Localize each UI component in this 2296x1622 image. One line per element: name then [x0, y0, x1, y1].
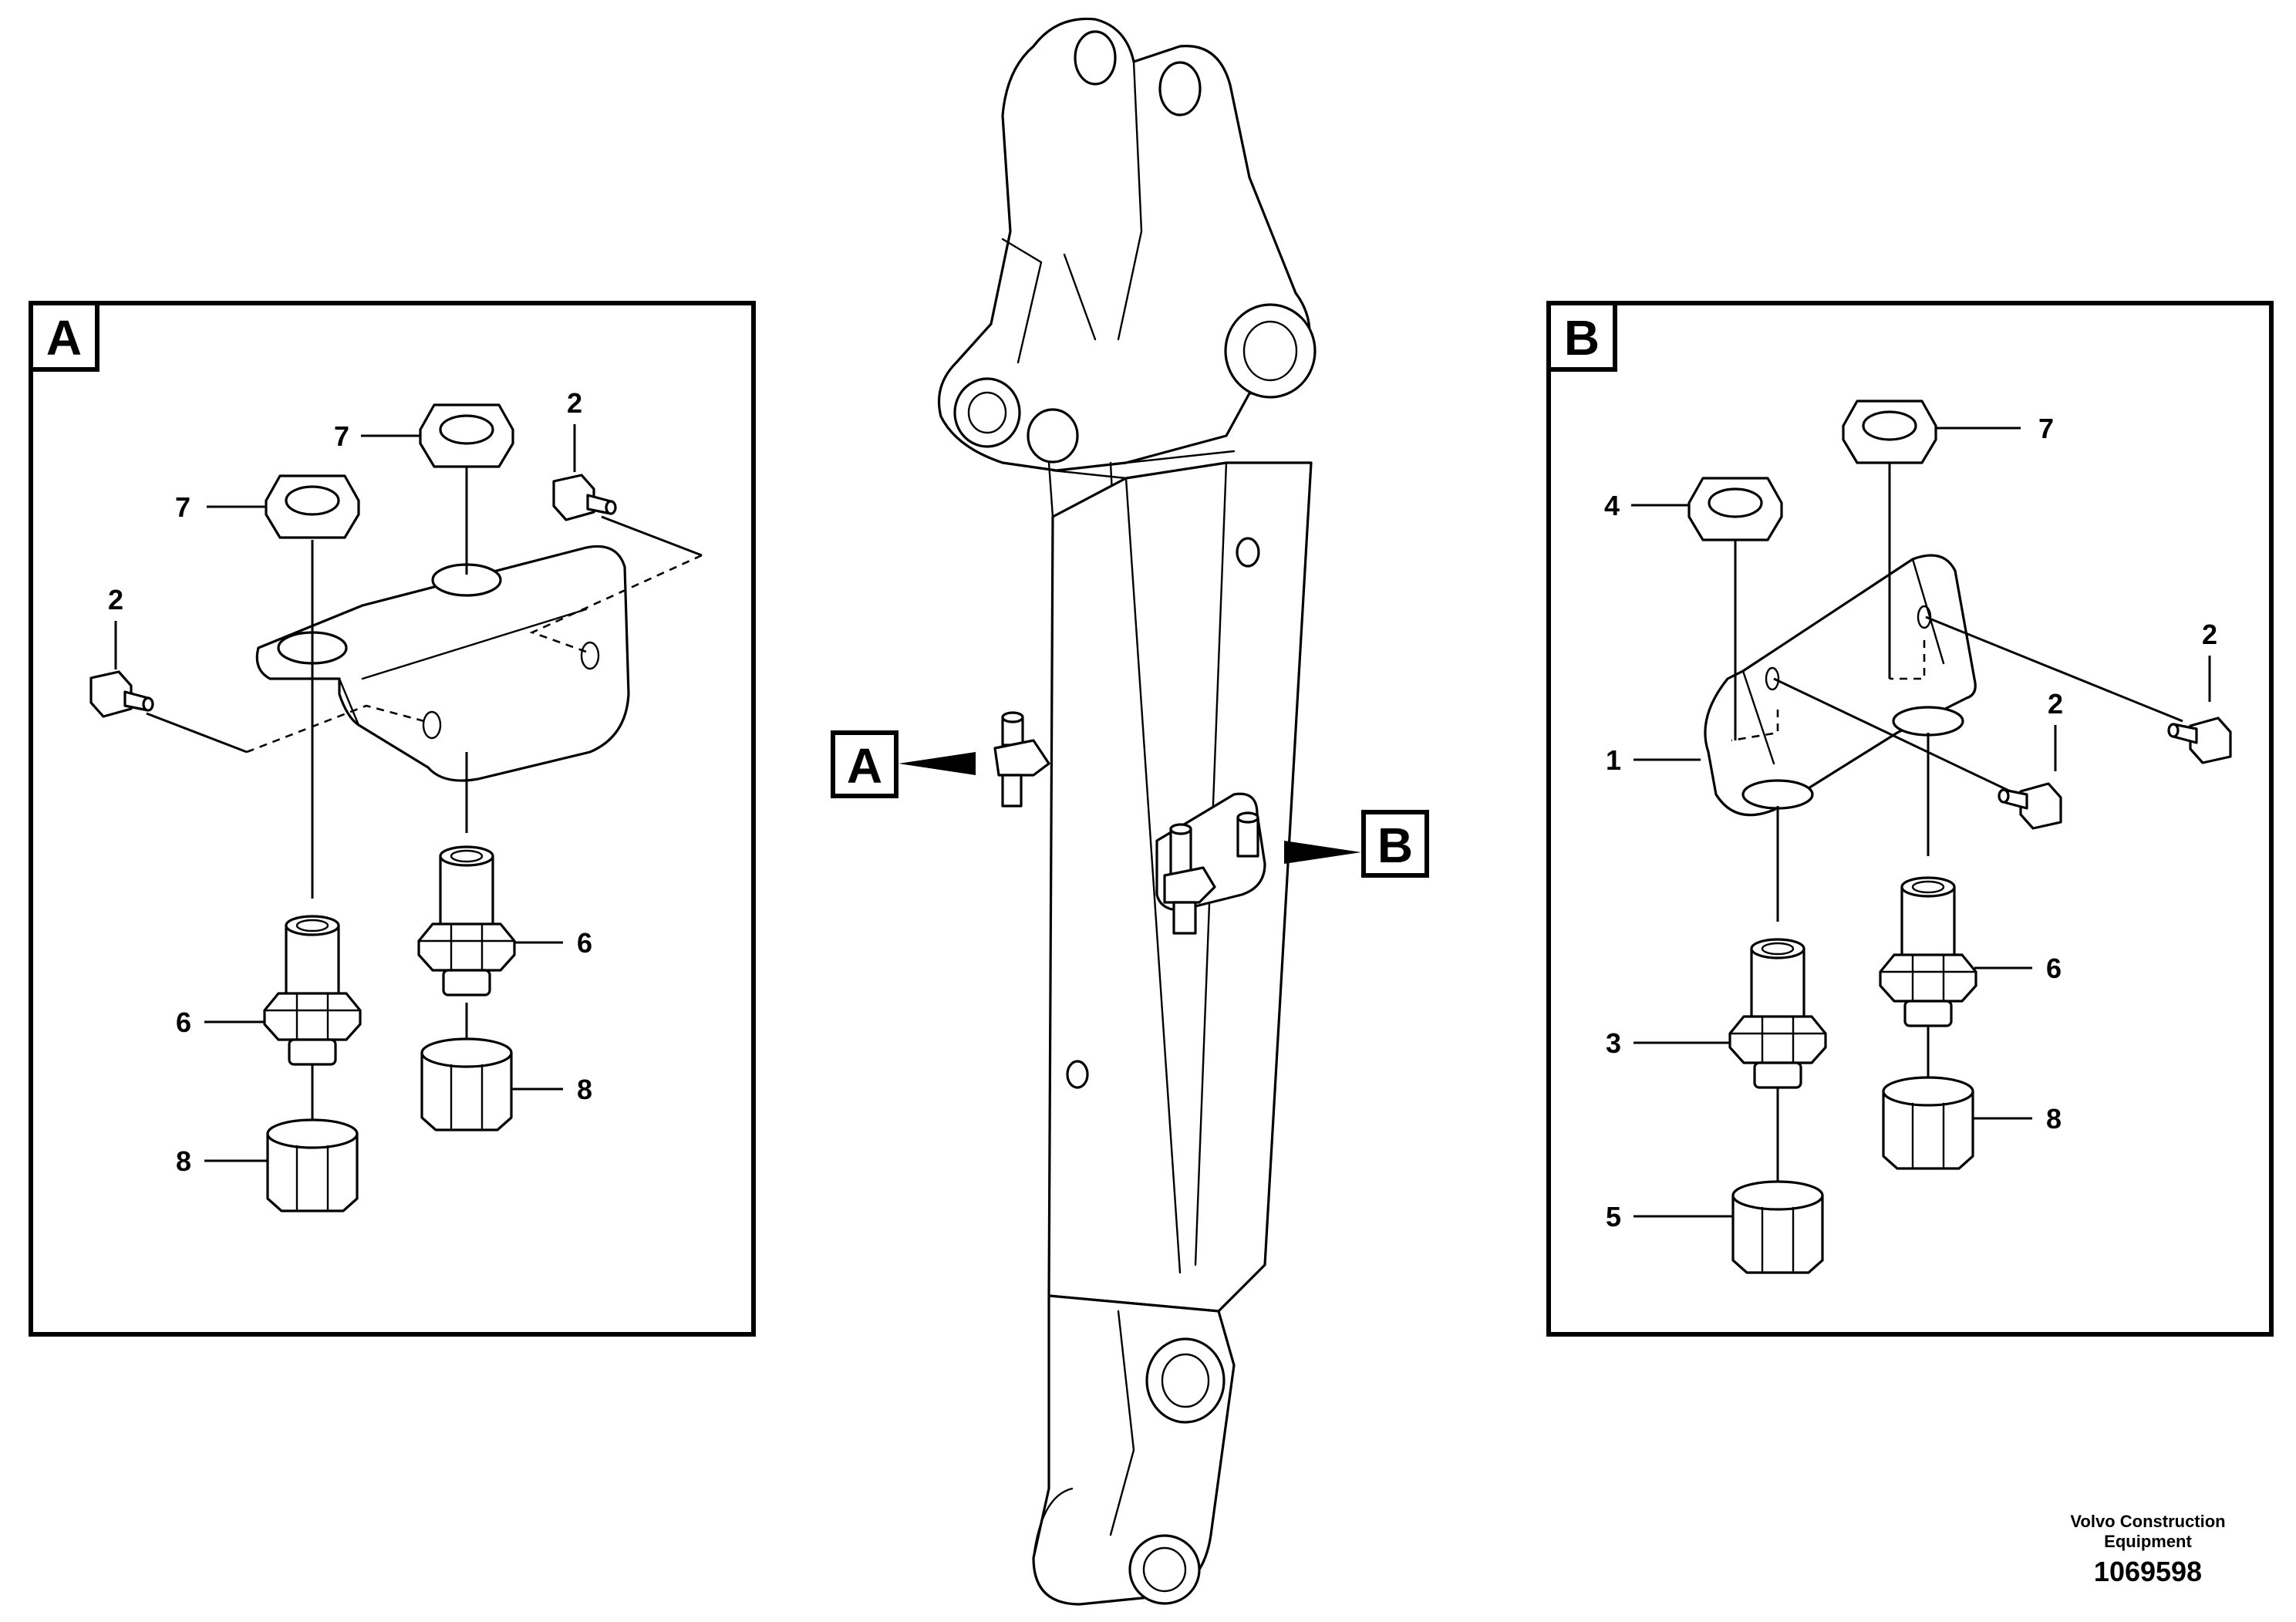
part-label-8-right: 8 — [577, 1074, 592, 1105]
arm-fitting-a — [993, 711, 1050, 808]
part-label-7: 7 — [2038, 413, 2054, 444]
bracket-b — [1704, 554, 1977, 817]
bolt-2-top — [552, 474, 617, 521]
bolt-2-mid — [1998, 782, 2062, 830]
part-label-2-top: 2 — [567, 387, 582, 419]
company-line-1: Volvo Construction — [2070, 1512, 2225, 1531]
nut-7-left — [265, 474, 360, 539]
part-label-1: 1 — [1606, 744, 1621, 776]
arm-fitting-b — [1155, 792, 1266, 935]
capnut-5 — [1731, 1180, 1824, 1274]
part-label-5: 5 — [1606, 1201, 1621, 1233]
part-label-3: 3 — [1606, 1027, 1621, 1059]
union-6 — [1879, 876, 1977, 1027]
footer: Volvo Construction Equipment 1069598 — [2070, 1512, 2225, 1587]
part-label-4: 4 — [1604, 490, 1620, 521]
nut-7-top — [419, 403, 514, 468]
capnut-8 — [1882, 1076, 1974, 1170]
nut-4 — [1687, 477, 1783, 541]
part-label-7-top: 7 — [334, 420, 349, 452]
company-line-2: Equipment — [2104, 1532, 2192, 1551]
part-label-6-left: 6 — [176, 1007, 191, 1038]
part-label-2-mid: 2 — [2048, 688, 2063, 720]
view-b-panel: B 7 4 2 2 1 6 3 — [1546, 301, 2274, 1337]
nut-7 — [1842, 400, 1937, 464]
part-label-7-left: 7 — [175, 491, 190, 523]
union-3 — [1728, 938, 1827, 1089]
part-label-8: 8 — [2046, 1103, 2062, 1135]
capnut-8-left — [266, 1118, 359, 1212]
part-label-8-left: 8 — [176, 1145, 191, 1177]
bracket-a — [255, 545, 630, 782]
view-b-label: B — [1564, 310, 1600, 366]
part-label-2-right: 2 — [2202, 619, 2217, 650]
capnut-8-right — [420, 1037, 513, 1131]
view-a-panel: A 7 7 2 2 6 — [29, 301, 756, 1337]
callout-b-label: B — [1377, 818, 1413, 873]
drawing-number: 1069598 — [2094, 1556, 2202, 1587]
bolt-2-right — [2167, 717, 2232, 764]
boom-arm: A B — [831, 17, 1429, 1606]
part-label-6-right: 6 — [577, 927, 592, 959]
callout-a-label: A — [847, 738, 882, 794]
union-6-right — [417, 845, 516, 996]
part-label-6: 6 — [2046, 953, 2062, 984]
view-a-label: A — [46, 310, 82, 366]
part-label-2-left: 2 — [108, 584, 123, 615]
union-6-left — [263, 915, 362, 1066]
bolt-2-left — [89, 670, 154, 718]
